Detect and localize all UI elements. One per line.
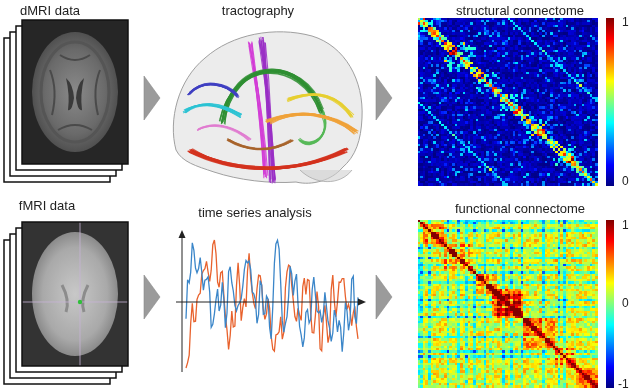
brain-outline	[173, 32, 362, 183]
fiber	[287, 95, 354, 115]
dmri-stack	[4, 20, 128, 182]
fiber	[267, 114, 354, 133]
colorbar-tick: 1	[622, 15, 629, 29]
fiber	[229, 140, 293, 150]
connectivity-matrix	[418, 18, 598, 186]
tractography-brain	[173, 32, 362, 184]
pipeline-stage: time series analysis	[166, 196, 370, 392]
stage-heading: fMRI data	[19, 198, 75, 213]
time-series	[186, 240, 358, 368]
fiber	[266, 115, 355, 134]
pipeline-arrow	[376, 76, 392, 120]
fiber	[266, 115, 355, 135]
fiber	[188, 84, 238, 96]
brain-slice	[32, 32, 118, 152]
pipeline-stage: tractography	[166, 0, 370, 190]
pipeline-stage: dMRI data	[0, 0, 138, 190]
time-series-plot	[176, 230, 366, 372]
time-series	[186, 240, 358, 352]
colorbar-tick: 0	[622, 174, 629, 188]
fiber	[287, 95, 351, 118]
y-axis	[182, 236, 183, 372]
fiber	[221, 73, 320, 124]
axis-head	[358, 299, 366, 306]
fiber	[198, 125, 251, 139]
fiber	[190, 148, 347, 169]
fiber	[302, 114, 325, 145]
fiber	[266, 113, 356, 131]
stage-heading: dMRI data	[20, 3, 80, 18]
colorbar-tick: -1	[618, 377, 629, 391]
x-axis	[176, 302, 360, 303]
slice-frame	[22, 222, 128, 366]
fiber	[191, 149, 345, 168]
stage-heading: tractography	[222, 3, 294, 18]
stage-heading: functional connectome	[455, 201, 585, 216]
fiber	[299, 114, 326, 142]
colorbar-tick: 1	[622, 218, 629, 232]
pipeline-arrow	[376, 275, 392, 319]
series-lines	[186, 240, 358, 368]
seed-dot	[78, 300, 82, 304]
pipeline-stage: fMRI data	[0, 196, 138, 392]
fiber	[190, 85, 239, 95]
pipeline-arrow	[144, 275, 160, 319]
cortex-ring	[41, 42, 109, 142]
fiber	[251, 43, 265, 174]
crosshair	[22, 302, 128, 303]
fiber	[288, 95, 351, 117]
cerebellum	[300, 170, 352, 182]
axis-head	[179, 230, 186, 238]
pipeline-stage: structural connectome	[398, 0, 640, 190]
fiber	[249, 43, 267, 178]
slice-ground	[22, 20, 128, 164]
fiber	[190, 84, 238, 95]
fiber	[184, 105, 241, 117]
fiber	[197, 126, 251, 140]
fiber	[192, 149, 344, 168]
fiber	[190, 83, 238, 97]
fmri-stack	[4, 222, 128, 384]
brain-slice	[32, 232, 118, 356]
pipeline-arrow	[144, 76, 160, 120]
fiber-bundles	[183, 37, 359, 184]
crosshair	[80, 222, 81, 366]
fiber	[270, 115, 358, 131]
pipeline-stage: functional connectome	[398, 196, 640, 392]
connectivity-matrix	[418, 220, 598, 388]
fiber	[228, 140, 293, 149]
brain-texture	[62, 285, 88, 312]
slice-frame	[22, 20, 128, 164]
colorbar	[606, 220, 614, 388]
fiber	[188, 84, 237, 95]
slice-ground	[22, 222, 128, 366]
colorbar	[606, 18, 614, 186]
fiber	[266, 114, 355, 131]
ventricle	[66, 78, 74, 110]
colorbar-tick: 0	[622, 296, 629, 310]
fiber	[251, 44, 265, 174]
fiber	[189, 148, 347, 169]
brain-texture	[50, 55, 100, 130]
ventricle	[76, 78, 84, 110]
stage-heading: structural connectome	[456, 3, 584, 18]
stage-heading: time series analysis	[198, 205, 311, 220]
